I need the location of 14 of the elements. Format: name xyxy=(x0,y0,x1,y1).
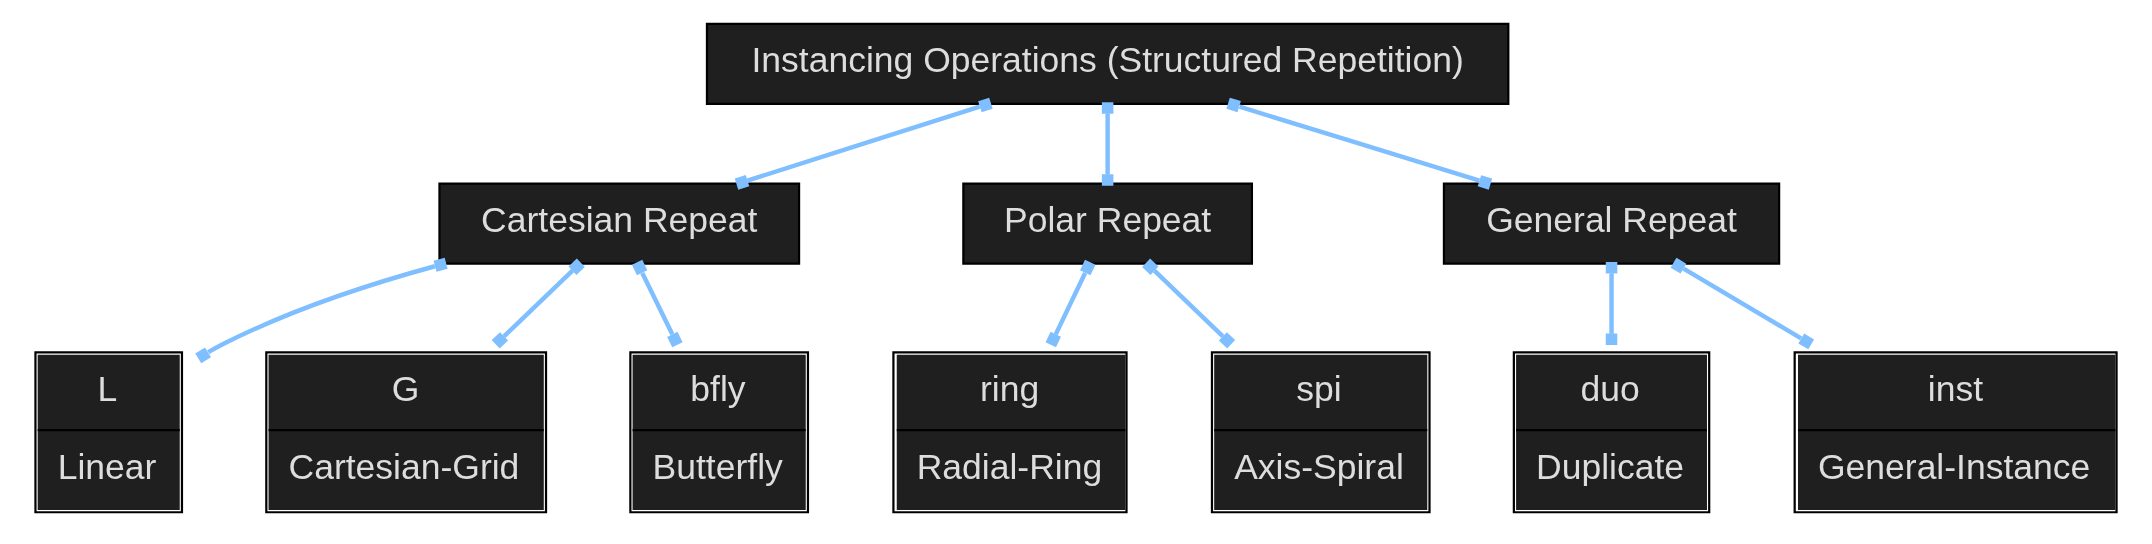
connector xyxy=(1670,257,1815,349)
connector xyxy=(1142,258,1236,348)
connector xyxy=(1605,261,1618,345)
connector xyxy=(1045,259,1096,347)
connector xyxy=(1101,101,1114,186)
connector xyxy=(195,257,448,363)
connector xyxy=(734,97,993,190)
connector xyxy=(631,259,683,347)
connector xyxy=(1226,97,1493,190)
node-box: General Repeat xyxy=(1442,182,1781,265)
node-box: Polar Repeat xyxy=(962,182,1254,265)
connector xyxy=(491,258,585,348)
node-box: Cartesian Repeat xyxy=(438,182,801,265)
node-box: Instancing Operations (Structured Repetition) xyxy=(705,22,1510,105)
